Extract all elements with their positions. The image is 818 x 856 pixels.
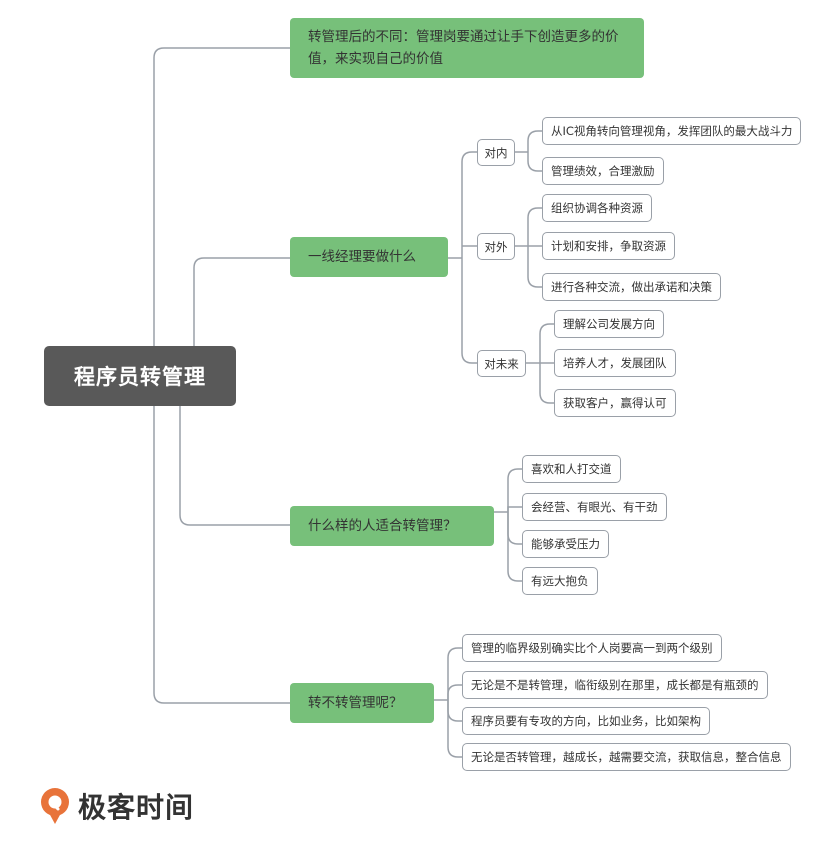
leaf-node: 喜欢和人打交道 — [522, 455, 621, 483]
branch-text: 转管理后的不同：管理岗要通过让手下创造更多的价值，来实现自己的价值 — [308, 29, 619, 67]
leaf-node: 培养人才，发展团队 — [554, 349, 676, 377]
branch-text: 什么样的人适合转管理？ — [308, 518, 457, 534]
leaf-text: 无论是不是转管理，临衔级别在那里，成长都是有瓶颈的 — [471, 678, 759, 692]
leaf-node: 从IC视角转向管理视角，发挥团队的最大战斗力 — [542, 117, 802, 145]
leaf-text: 无论是否转管理，越成长，越需要交流，获取信息，整合信息 — [471, 750, 782, 764]
leaf-node: 能够承受压力 — [522, 530, 609, 558]
leaf-node: 无论是不是转管理，临衔级别在那里，成长都是有瓶颈的 — [462, 671, 768, 699]
leaf-node: 计划和安排，争取资源 — [542, 232, 675, 260]
leaf-node: 组织协调各种资源 — [542, 194, 652, 222]
leaf-node: 会经营、有眼光、有干劲 — [522, 493, 667, 521]
logo-text: 极客时间 — [78, 791, 195, 824]
branch-text: 一线经理要做什么 — [308, 249, 416, 265]
leaf-text: 会经营、有眼光、有干劲 — [531, 500, 658, 514]
leaf-node: 管理绩效，合理激励 — [542, 157, 664, 185]
geektime-logo: 极客时间 — [38, 786, 194, 826]
leaf-text: 程序员要有专攻的方向，比如业务，比如架构 — [471, 714, 701, 728]
branch-text: 转不转管理呢？ — [308, 695, 403, 711]
leaf-text: 能够承受压力 — [531, 537, 600, 551]
sub-node-inner: 对内 — [477, 139, 515, 166]
root-title: 程序员转管理 — [74, 365, 206, 389]
leaf-text: 管理绩效，合理激励 — [551, 164, 655, 178]
leaf-node: 无论是否转管理，越成长，越需要交流，获取信息，整合信息 — [462, 743, 791, 771]
leaf-text: 获取客户，赢得认可 — [563, 396, 667, 410]
leaf-text: 有远大抱负 — [531, 574, 589, 588]
leaf-node: 管理的临界级别确实比个人岗要高一到两个级别 — [462, 634, 722, 662]
root-node: 程序员转管理 — [44, 346, 236, 406]
leaf-node: 理解公司发展方向 — [554, 310, 664, 338]
branch-first-line-manager: 一线经理要做什么 — [290, 237, 448, 277]
leaf-node: 进行各种交流，做出承诺和决策 — [542, 273, 721, 301]
branch-who-fits-management: 什么样的人适合转管理？ — [290, 506, 494, 546]
sub-node-label: 对外 — [484, 239, 508, 254]
leaf-text: 从IC视角转向管理视角，发挥团队的最大战斗力 — [551, 124, 793, 138]
branch-switch-or-not: 转不转管理呢？ — [290, 683, 434, 723]
branch-management-difference: 转管理后的不同：管理岗要通过让手下创造更多的价值，来实现自己的价值 — [290, 18, 644, 78]
leaf-text: 喜欢和人打交道 — [531, 462, 612, 476]
leaf-node: 获取客户，赢得认可 — [554, 389, 676, 417]
leaf-text: 培养人才，发展团队 — [563, 356, 667, 370]
sub-node-outer: 对外 — [477, 233, 515, 260]
leaf-node: 程序员要有专攻的方向，比如业务，比如架构 — [462, 707, 710, 735]
leaf-text: 管理的临界级别确实比个人岗要高一到两个级别 — [471, 641, 713, 655]
leaf-text: 进行各种交流，做出承诺和决策 — [551, 280, 712, 294]
sub-node-label: 对内 — [484, 145, 508, 160]
sub-node-future: 对未来 — [477, 350, 526, 377]
leaf-text: 组织协调各种资源 — [551, 201, 643, 215]
sub-node-label: 对未来 — [484, 356, 519, 371]
leaf-node: 有远大抱负 — [522, 567, 598, 595]
geektime-logo-icon — [41, 788, 69, 824]
leaf-text: 理解公司发展方向 — [563, 317, 655, 331]
leaf-text: 计划和安排，争取资源 — [551, 239, 666, 253]
